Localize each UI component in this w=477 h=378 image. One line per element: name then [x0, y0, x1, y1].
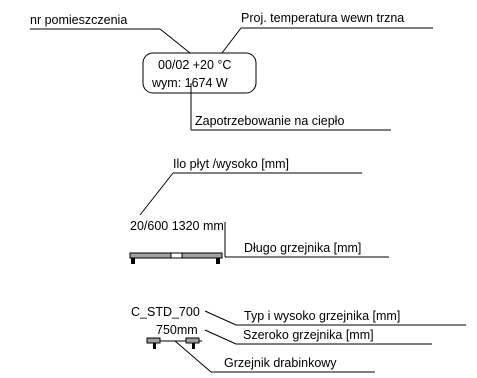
type-height-leader [204, 310, 237, 326]
room-number-label: nr pomieszczenia [30, 13, 127, 27]
design-temperature-leader [221, 27, 242, 54]
panel-radiator-symbol [129, 252, 223, 264]
heat-demand-value: wym: 1674 W [151, 76, 228, 90]
radiator-width-value: 750mm [156, 323, 198, 337]
plates-height-label: Ilo płyt /wysoko [mm] [173, 157, 289, 171]
ladder-radiator-symbol [146, 337, 202, 349]
width-label: Szeroko grzejnika [mm] [243, 328, 374, 342]
radiator-type-code: C_STD_700 [131, 305, 200, 319]
design-temperature-label: Proj. temperatura wewn trzna [241, 11, 404, 25]
plates-height-leader [139, 172, 174, 216]
type-height-label: Typ i wysoko grzejnika [mm] [244, 309, 400, 323]
radiator-type-and-length: 20/600 1320 mm [130, 219, 224, 233]
ladder-radiator-leader [174, 340, 212, 373]
length-label: Długo grzejnika [mm] [244, 241, 361, 255]
heat-demand-label: Zapotrzebowanie na ciepło [195, 114, 344, 128]
room-label-box [142, 52, 257, 94]
ladder-radiator-label: Grzejnik drabinkowy [224, 356, 337, 370]
width-leader [204, 329, 237, 345]
room-number-and-temperature: 00/02 +20 °C [158, 58, 231, 72]
room-number-leader [159, 28, 191, 54]
